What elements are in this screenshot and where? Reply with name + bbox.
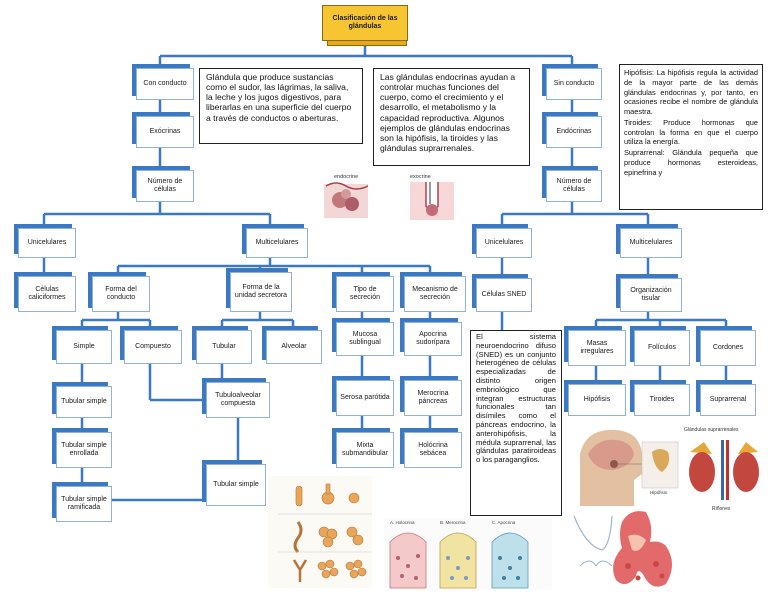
node-tiroides: Tiroides	[634, 384, 690, 416]
node-con-conducto: Con conducto	[136, 68, 194, 100]
exocrine-small-label: exocrine	[410, 174, 431, 180]
node-forma-unidad-secretora: Forma de la unidad secretora	[230, 272, 292, 312]
node-tubuloalveolar-compuesta: Tubuloalveolar compuesta	[206, 382, 270, 418]
node-organizacion-tisular: Organización tisular	[620, 278, 682, 312]
node-tubular: Tubular	[196, 330, 252, 364]
node-serosa: Serosa parótida	[336, 380, 394, 416]
node-cordones: Cordones	[700, 330, 756, 366]
diagram-title: Clasificación de las glándulas	[322, 5, 408, 41]
exocrine-illustration: exocrine	[410, 174, 454, 220]
node-unicelulares-endo: Unicelulares	[476, 228, 532, 258]
exocrine-definition: Glándula que produce sustancias como el …	[199, 68, 363, 144]
endocrine-illustration: endocrine	[324, 174, 369, 218]
node-celulas-caliciformes: Células caliciformes	[18, 276, 76, 312]
node-mixta: Mixta submandibular	[336, 432, 394, 468]
hipofisis-image-label: Hipófisis	[650, 490, 668, 495]
node-foliculos: Folículos	[634, 330, 690, 366]
node-exocrinas: Exócrinas	[136, 116, 194, 148]
gland-shapes-illustration	[268, 476, 372, 588]
thyroid-illustration	[566, 506, 686, 592]
node-tubular-simple-2: Tubular simple	[206, 464, 266, 506]
hipofisis-definition: Hipófisis: La hipófisis regula la activi…	[624, 68, 758, 117]
node-mecanismo-secrecion: Mecanismo de secreción	[404, 276, 466, 312]
node-multicelulares-endo: Multicelulares	[620, 228, 682, 258]
node-apocrina: Apocrina sudorípara	[404, 322, 462, 356]
rinones-image-label: Riñones	[712, 506, 731, 512]
pituitary-illustration: Hipófisis	[576, 424, 682, 508]
node-holocrina: Holócrina sebácea	[404, 432, 462, 468]
node-compuesto: Compuesto	[124, 330, 182, 364]
histology-label-holocrina: A. Holocrina	[390, 520, 415, 525]
node-masas-irregulares: Masas irregulares	[568, 330, 626, 366]
histology-label-merocrina: B. Merocrina	[440, 520, 466, 525]
node-tipo-secrecion: Tipo de secreción	[336, 276, 394, 312]
histology-illustration: A. Holocrina B. Merocrina C. Apocrina	[384, 518, 552, 590]
node-simple: Simple	[56, 330, 112, 364]
node-celulas-sned: Células SNED	[476, 278, 532, 312]
node-sin-conducto: Sin conducto	[546, 68, 602, 100]
tiroides-definition: Tiroides: Produce hormonas que controlan…	[624, 117, 758, 147]
node-tubular-simple-enrollada: Tubular simple enrollada	[56, 432, 112, 468]
node-alveolar: Alveolar	[266, 330, 322, 364]
node-tubular-simple: Tubular simple	[56, 386, 112, 418]
endocrine-small-label: endocrine	[334, 174, 358, 180]
histology-label-apocrina: C. Apocrina	[492, 520, 516, 525]
gland-definitions: Hipófisis: La hipófisis regula la activi…	[619, 64, 763, 210]
node-numero-celulas-exo: Número de células	[136, 170, 194, 202]
node-multicelulares-exo: Multicelulares	[246, 228, 308, 258]
node-forma-conducto: Forma del conducto	[92, 276, 150, 312]
node-mucosa: Mucosa sublingual	[336, 322, 394, 356]
node-unicelulares-exo: Unicelulares	[18, 228, 76, 258]
node-numero-celulas-endo: Número de células	[546, 170, 602, 202]
node-hipofisis: Hipófisis	[568, 384, 626, 416]
suprarrenales-image-label: Glándulas suprarrenales	[684, 427, 739, 433]
node-endocrinas: Endócrinas	[546, 116, 602, 148]
suprarrenal-definition: Suprarrenal: Glándula pequeña que produc…	[624, 148, 758, 177]
endocrine-definition: Las glándulas endocrinas ayudan a contro…	[373, 68, 530, 166]
node-suprarrenal: Suprarrenal	[700, 384, 756, 416]
node-merocrina: Merocrina páncreas	[404, 380, 462, 416]
adrenal-illustration: Glándulas suprarrenales Riñones	[682, 424, 766, 512]
node-tubular-simple-ramificada: Tubular simple ramificada	[56, 486, 112, 522]
sned-definition: El sistema neuroendocrino difuso (SNED) …	[470, 330, 562, 516]
